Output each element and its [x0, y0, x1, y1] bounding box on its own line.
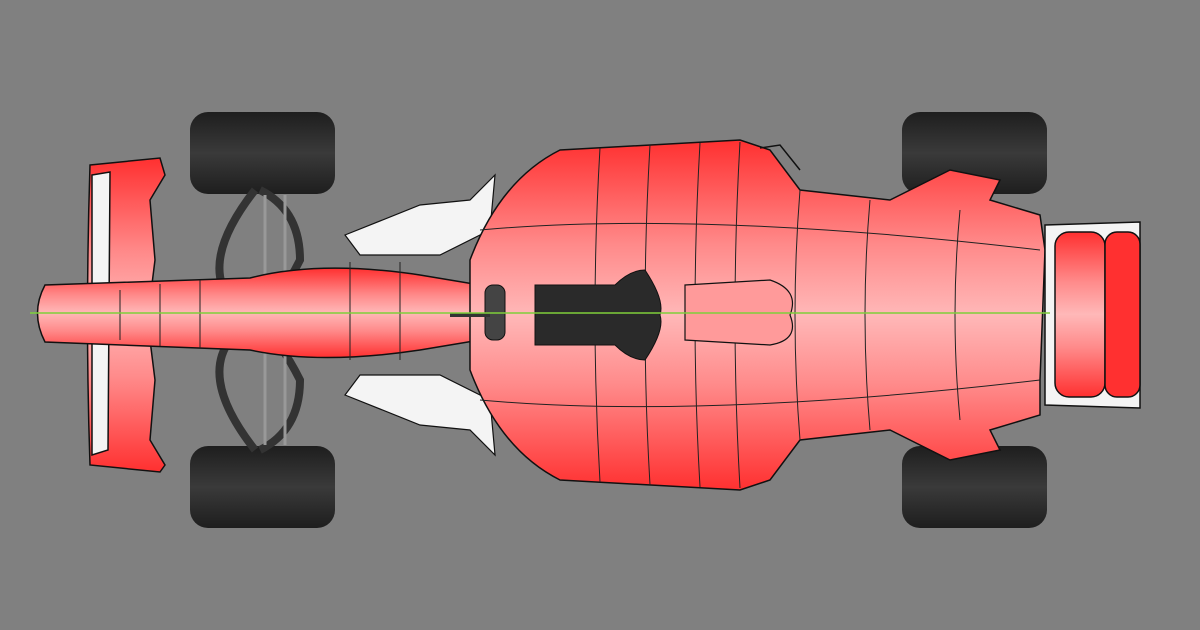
rear-left-tire	[902, 112, 1047, 194]
cockpit	[450, 269, 662, 361]
rear-wing	[1044, 221, 1141, 409]
rear-right-tire	[902, 446, 1047, 528]
bargeboards	[344, 173, 496, 457]
front-right-tire	[190, 446, 335, 528]
front-left-tire	[190, 112, 335, 194]
